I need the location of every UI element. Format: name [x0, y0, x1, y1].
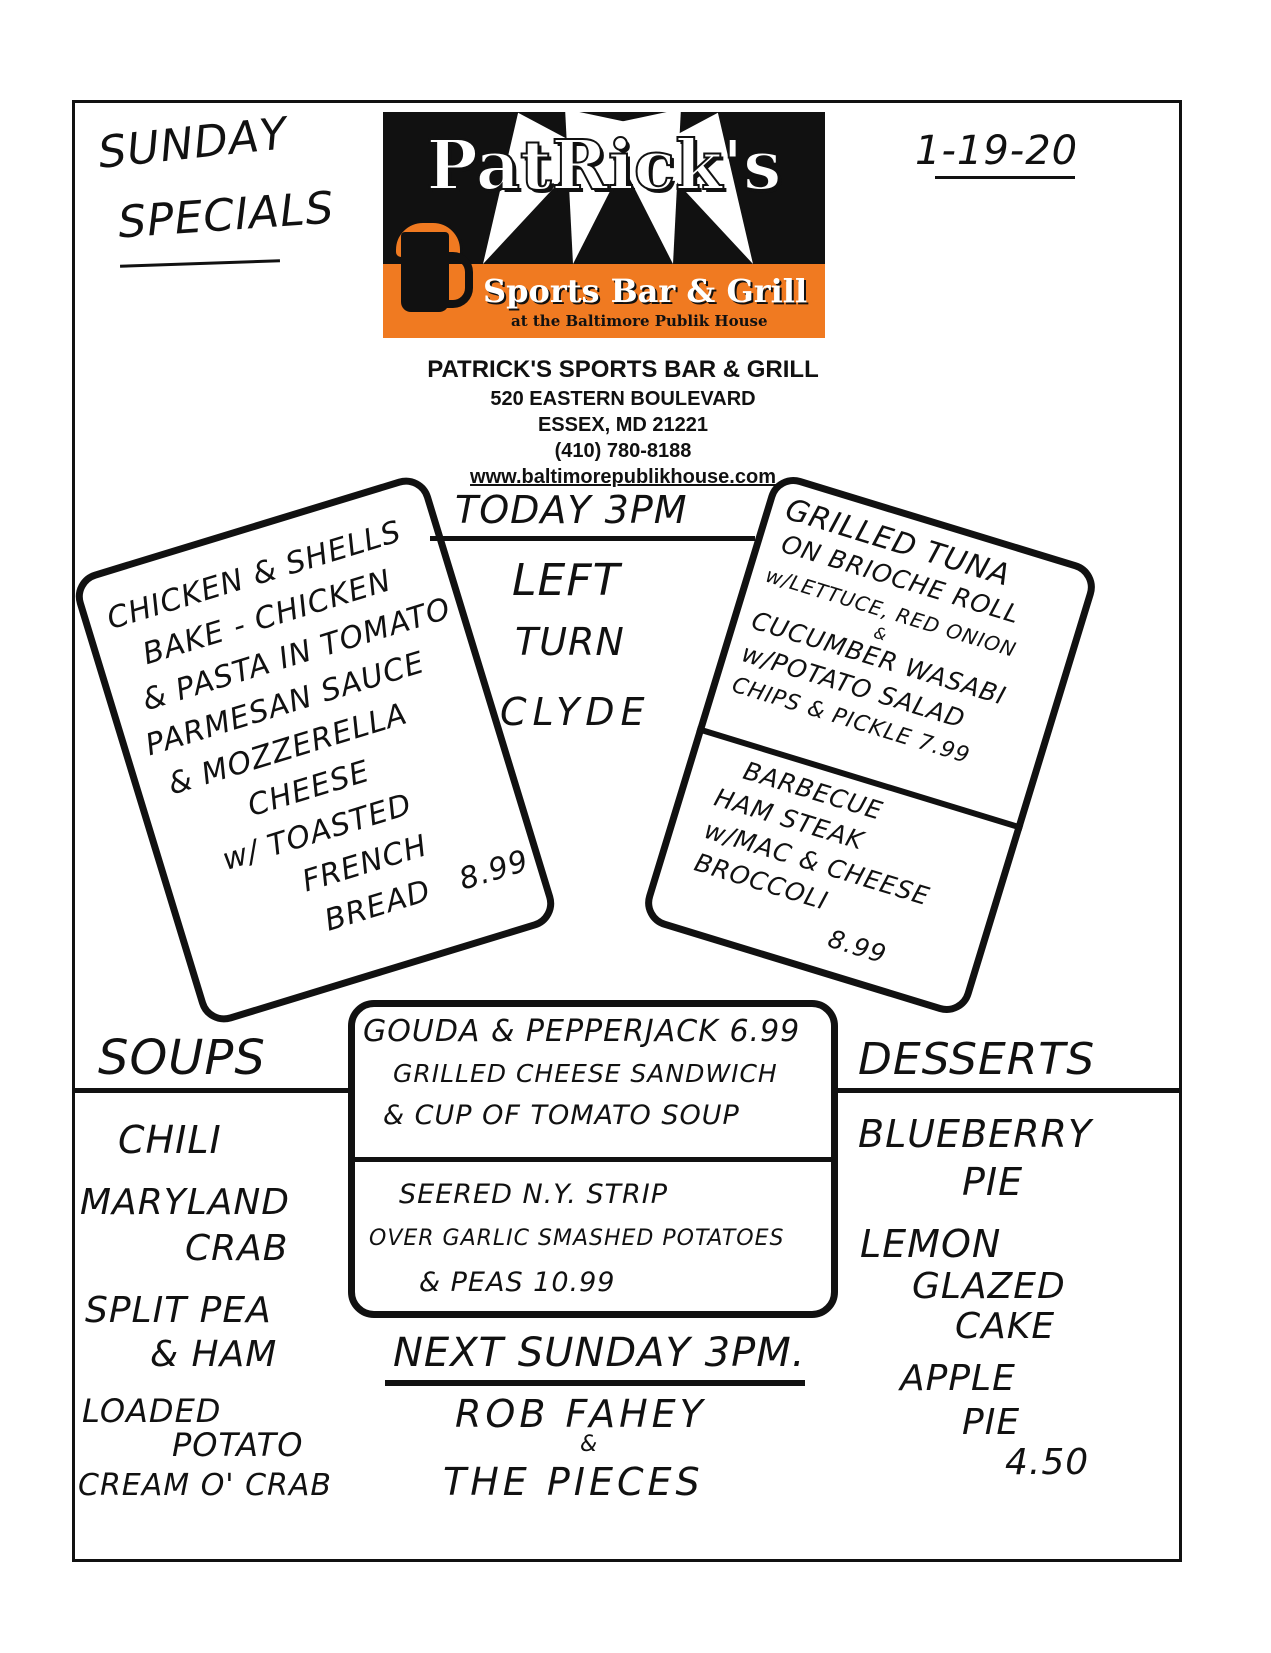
- today-band-line: LEFT: [512, 555, 621, 606]
- dessert-item: LEMON: [860, 1222, 1002, 1266]
- special-line: OVER GARLIC SMASHED POTATOES: [369, 1226, 785, 1251]
- today-underline: [430, 536, 755, 541]
- business-name: PATRICK'S SPORTS BAR & GRILL: [427, 356, 819, 383]
- today-band-line: TURN: [515, 620, 625, 664]
- soup-item: CHILI: [118, 1118, 222, 1162]
- today-band-line: CLYDE: [500, 690, 651, 734]
- next-band-line: THE PIECES: [443, 1460, 704, 1504]
- next-sunday-heading: NEXT SUNDAY 3PM.: [393, 1330, 806, 1376]
- business-city: ESSEX, MD 21221: [537, 414, 709, 436]
- dessert-item: BLUEBERRY: [858, 1112, 1093, 1156]
- date-underline: [935, 176, 1075, 179]
- logo-subtitle: Sports Bar & Grill: [483, 272, 808, 310]
- soup-item: LOADED: [82, 1392, 222, 1430]
- menu-border: [72, 100, 1182, 1562]
- logo-name: PatRick's: [426, 125, 783, 207]
- center-special-card: GOUDA & PEPPERJACK 6.99 GRILLED CHEESE S…: [348, 1000, 838, 1318]
- mug-handle-icon: [443, 252, 473, 308]
- next-sunday-underline: [385, 1380, 805, 1386]
- business-phone: (410) 780-8188: [554, 440, 692, 462]
- dessert-item: CAKE: [955, 1306, 1056, 1347]
- business-street: 520 EASTERN BOULEVARD: [490, 388, 756, 410]
- dessert-item: GLAZED: [912, 1266, 1066, 1307]
- special-line: GOUDA & PEPPERJACK 6.99: [363, 1014, 801, 1049]
- beer-mug-icon: [401, 232, 449, 312]
- soups-heading: SOUPS: [98, 1030, 266, 1086]
- soup-item: & HAM: [150, 1334, 278, 1375]
- dessert-item: APPLE: [900, 1358, 1016, 1399]
- soup-item: CRAB: [185, 1228, 289, 1269]
- soup-item: MARYLAND: [80, 1182, 291, 1223]
- special-line: & CUP OF TOMATO SOUP: [383, 1100, 740, 1131]
- soup-item: CREAM O' CRAB: [78, 1468, 332, 1503]
- today-heading: TODAY 3PM: [455, 488, 688, 532]
- dessert-item: PIE: [962, 1402, 1021, 1443]
- special-line: & PEAS 10.99: [419, 1267, 616, 1298]
- next-band-line: ROB FAHEY: [455, 1392, 707, 1436]
- dessert-price: 4.50: [1005, 1442, 1090, 1483]
- brand-logo: PatRick's Sports Bar & Grill at the Balt…: [383, 112, 825, 338]
- special-line: SEERED N.Y. STRIP: [399, 1179, 669, 1210]
- logo-tagline: at the Baltimore Publik House: [511, 312, 768, 330]
- next-band-amp: &: [580, 1432, 599, 1457]
- business-website[interactable]: www.baltimorepublikhouse.com: [470, 466, 776, 488]
- dessert-item: PIE: [962, 1160, 1024, 1204]
- desserts-heading: DESSERTS: [858, 1034, 1096, 1085]
- menu-date: 1-19-20: [915, 128, 1079, 174]
- special-line: GRILLED CHEESE SANDWICH: [393, 1059, 778, 1088]
- soup-item: POTATO: [172, 1426, 304, 1464]
- soup-item: SPLIT PEA: [85, 1290, 272, 1331]
